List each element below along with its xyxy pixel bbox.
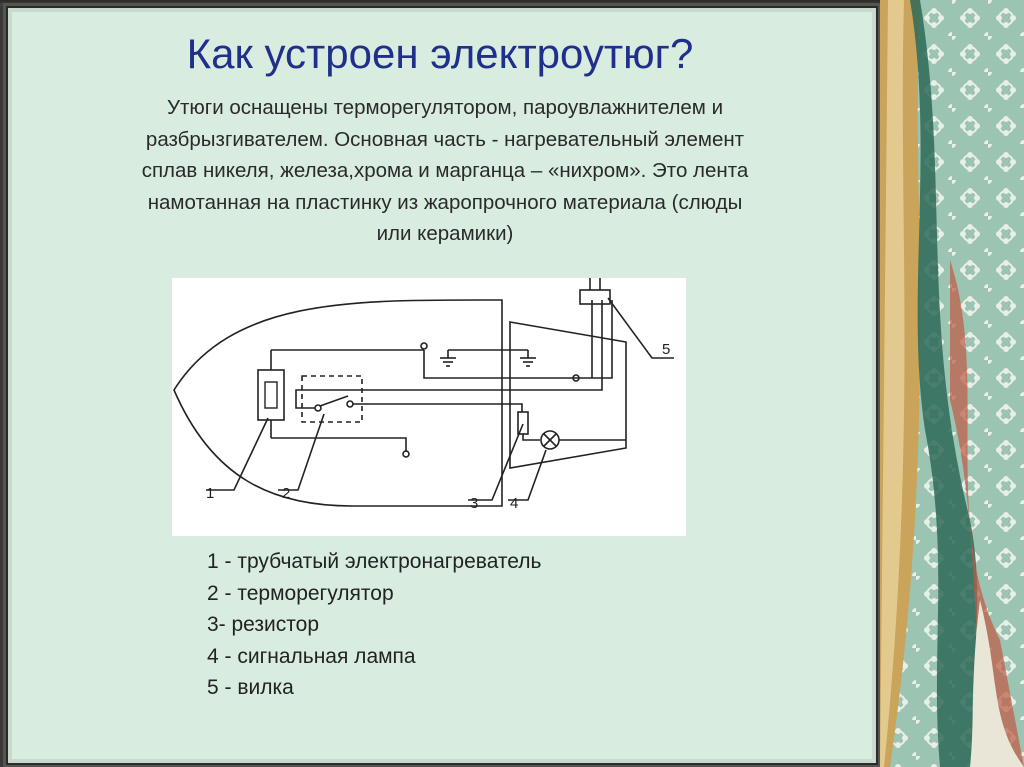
slide-title: Как устроен электроутюг?: [186, 30, 694, 77]
iron-circuit-diagram: 1 2 3 4 5: [172, 278, 686, 536]
slide-body-text: Утюги оснащены терморегулятором, пароувл…: [50, 92, 840, 250]
legend-item: 4 - сигнальная лампа: [207, 644, 416, 668]
body-line: или керамики): [376, 222, 514, 245]
body-line: Утюги оснащены терморегулятором, пароувл…: [166, 96, 724, 119]
callout-number: 1: [206, 485, 214, 502]
callout-number: 2: [282, 485, 290, 502]
plug: [579, 289, 611, 305]
legend-item: 3- резистор: [207, 613, 320, 636]
diagram-legend: 1 - трубчатый электронагреватель 2 - тер…: [207, 546, 541, 704]
legend-item: 2 - терморегулятор: [207, 581, 394, 605]
iron-sole-outline: [173, 299, 503, 507]
callout-number: 3: [470, 495, 478, 512]
body-line: разбрызгивателем. Основная часть - нагре…: [145, 127, 745, 151]
heating-element: [257, 369, 285, 421]
decorative-pattern-icon: [880, 0, 1024, 767]
top-border: [0, 0, 1024, 6]
body-line: намотанная на пластинку из жаропрочного …: [147, 190, 743, 214]
legend-item: 1 - трубчатый электронагреватель: [207, 550, 542, 573]
iron-heel-outline: [509, 321, 627, 469]
legend-item: 5 - вилка: [207, 676, 294, 699]
body-line: сплав никеля, железа,хрома и марганца – …: [141, 159, 749, 182]
callout-number: 5: [662, 341, 670, 358]
decorative-side-panel: [880, 0, 1024, 767]
callout-number: 4: [510, 495, 518, 512]
thermostat-box: [301, 375, 363, 423]
circuit-schematic: 1 2 3 4 5: [173, 278, 674, 512]
